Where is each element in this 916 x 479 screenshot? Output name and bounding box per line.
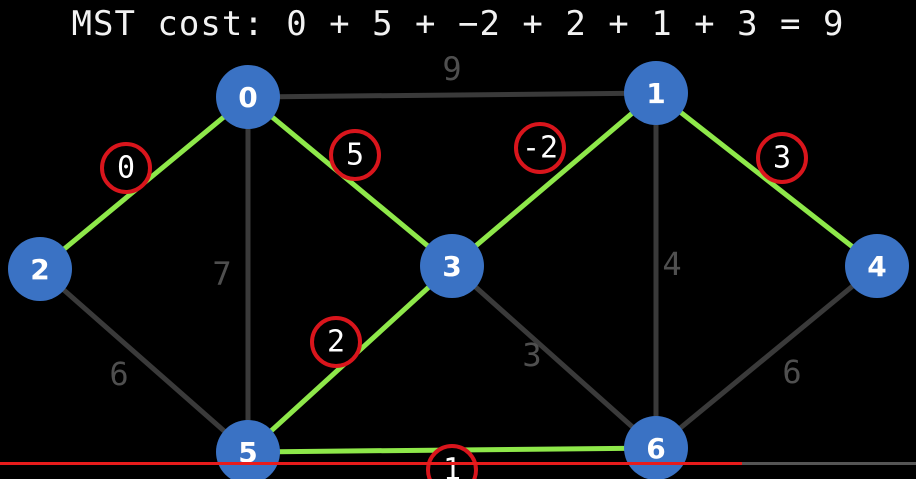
edge-1-4-mst [653, 90, 880, 269]
node-circle [8, 237, 72, 301]
edge-1-3-mst [449, 90, 659, 269]
edge-weight-0-3: 5 [346, 138, 364, 173]
node-2: 2 [8, 237, 72, 301]
edge-weight-0-1: 9 [442, 50, 461, 88]
weight-highlight-ring-3-5 [310, 316, 362, 368]
node-label: 2 [30, 253, 49, 286]
nodes-layer: 0 1 2 3 4 5 6 [8, 61, 909, 479]
edge-2-5 [37, 266, 251, 455]
node-circle [624, 61, 688, 125]
node-label: 6 [646, 432, 665, 465]
node-1: 1 [624, 61, 688, 125]
edge-3-6 [449, 263, 659, 451]
weight-highlight-ring-1-4 [756, 132, 808, 184]
video-progress-fill [0, 462, 742, 465]
node-3: 3 [420, 234, 484, 298]
edge-weight-0-2: 0 [117, 151, 135, 186]
node-label: 3 [442, 250, 461, 283]
edge-weight-3-6: 3 [522, 336, 541, 374]
edge-weight-3-5: 2 [327, 325, 345, 360]
node-6: 6 [624, 416, 688, 479]
node-circle [216, 65, 280, 129]
weight-highlight-ring-1-3 [514, 122, 566, 174]
edge-weight-0-5: 7 [212, 255, 231, 293]
node-label: 0 [238, 81, 257, 114]
edge-weight-2-5: 6 [109, 355, 128, 393]
weight-highlight-ring-0-3 [329, 129, 381, 181]
edge-weight-4-6: 6 [782, 353, 801, 391]
edge-4-6 [653, 263, 880, 451]
video-progress-bar[interactable] [0, 462, 916, 465]
node-label: 1 [646, 77, 665, 110]
mst-cost-title: MST cost: 0 + 5 + −2 + 2 + 1 + 3 = 9 [71, 4, 845, 44]
node-circle [845, 234, 909, 298]
node-0: 0 [216, 65, 280, 129]
node-label: 5 [238, 436, 257, 469]
edge-weight-1-6: 4 [662, 245, 681, 283]
edge-0-1 [245, 90, 659, 100]
node-circle [420, 234, 484, 298]
node-label: 4 [867, 250, 886, 283]
weight-highlight-ring-0-2 [100, 142, 152, 194]
edge-weights-layer: 9 0 5 7 -2 3 4 6 2 3 6 1 [100, 50, 808, 479]
edge-0-3-mst [245, 94, 455, 269]
edge-weight-1-4: 3 [773, 141, 791, 176]
node-4: 4 [845, 234, 909, 298]
edge-weight-1-3: -2 [522, 131, 558, 166]
edge-weight-5-6: 1 [443, 453, 461, 479]
